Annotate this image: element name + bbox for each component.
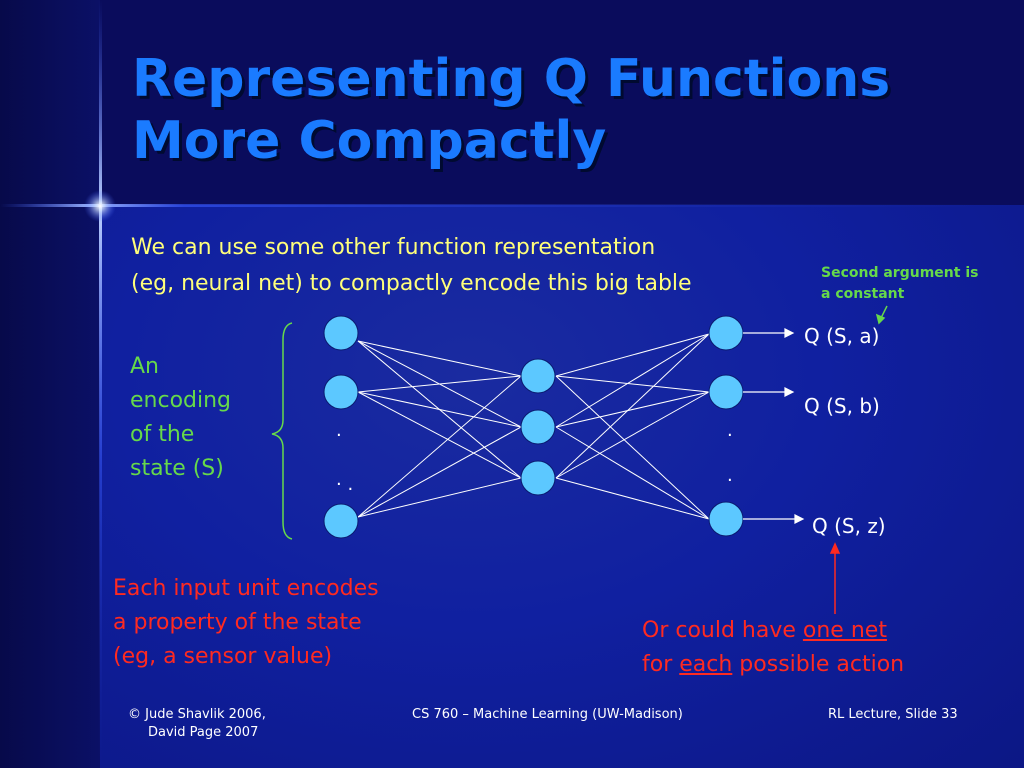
- output-label-z: Q (S, z): [812, 514, 886, 538]
- one-net-line-2-text: for: [642, 652, 680, 677]
- one-net-underlined: one net: [802, 618, 887, 643]
- footer-course: CS 760 – Machine Learning (UW-Madison): [412, 707, 683, 722]
- slide-title-line-1: Representing Q Functions: [132, 49, 891, 109]
- header-band: [0, 0, 1024, 205]
- footer-copyright: © Jude Shavlik 2006, David Page 2007: [128, 706, 308, 742]
- note-line-2: a constant: [821, 286, 905, 302]
- brace: [271, 322, 293, 540]
- second-argument-note: Second argument is a constant: [821, 263, 1011, 305]
- input-note-line-3: (eg, a sensor value): [113, 644, 333, 669]
- input-note-line-1: Each input unit encodes: [113, 576, 379, 601]
- hidden-node: [520, 358, 556, 394]
- encoding-line-3: of the: [130, 422, 195, 447]
- footer-copyright-line-1: © Jude Shavlik 2006,: [128, 707, 266, 722]
- output-node: [708, 501, 744, 537]
- input-ellipsis-2: · .: [336, 474, 354, 495]
- output-arrows: [743, 328, 805, 524]
- one-net-line-1-text: Or could have: [642, 618, 803, 643]
- encoding-line-1: An: [130, 354, 159, 379]
- red-arrow: [829, 542, 841, 614]
- slide-title-line-2: More Compactly: [132, 111, 607, 171]
- output-ellipsis-1: ·: [727, 425, 733, 446]
- hidden-node: [520, 409, 556, 445]
- input-ellipsis-1: ·: [336, 425, 342, 446]
- input-node: [323, 374, 359, 410]
- hidden-layer: [520, 358, 556, 496]
- footer-copyright-line-2: David Page 2007: [148, 725, 259, 740]
- output-node: [708, 315, 744, 351]
- output-ellipsis-2: ·: [727, 470, 733, 491]
- one-net-note: Or could have one net for each possible …: [642, 614, 1002, 682]
- left-band: [0, 0, 100, 768]
- output-label-b: Q (S, b): [804, 394, 880, 418]
- note-arrow: [875, 305, 888, 325]
- connection-lines: [357, 333, 710, 520]
- output-layer: [708, 315, 744, 537]
- encoding-line-4: state (S): [130, 456, 224, 481]
- content-area: [100, 205, 1024, 768]
- intro-line-2: (eg, neural net) to compactly encode thi…: [131, 271, 692, 296]
- input-node: [323, 315, 359, 351]
- note-line-1: Second argument is: [821, 265, 979, 281]
- input-layer: [323, 315, 359, 539]
- output-node: [708, 374, 744, 410]
- input-unit-note: Each input unit encodes a property of th…: [113, 572, 433, 674]
- encoding-line-2: encoding: [130, 388, 232, 413]
- footer-slide-number: RL Lecture, Slide 33: [828, 707, 958, 722]
- one-net-line-1: Or could have one net: [642, 614, 1002, 648]
- input-note-line-2: a property of the state: [113, 610, 362, 635]
- hidden-node: [520, 460, 556, 496]
- intro-text: We can use some other function represent…: [131, 230, 811, 302]
- intro-line-1: We can use some other function represent…: [131, 235, 656, 260]
- one-net-line-2: for each possible action: [642, 648, 1002, 682]
- each-underlined: each: [679, 652, 733, 677]
- one-net-line-2-tail: possible action: [732, 652, 905, 677]
- slide-title: Representing Q Functions More Compactly: [132, 48, 992, 172]
- output-label-a: Q (S, a): [804, 324, 880, 348]
- input-node: [323, 503, 359, 539]
- state-encoding-label: An encoding of the state (S): [130, 350, 270, 486]
